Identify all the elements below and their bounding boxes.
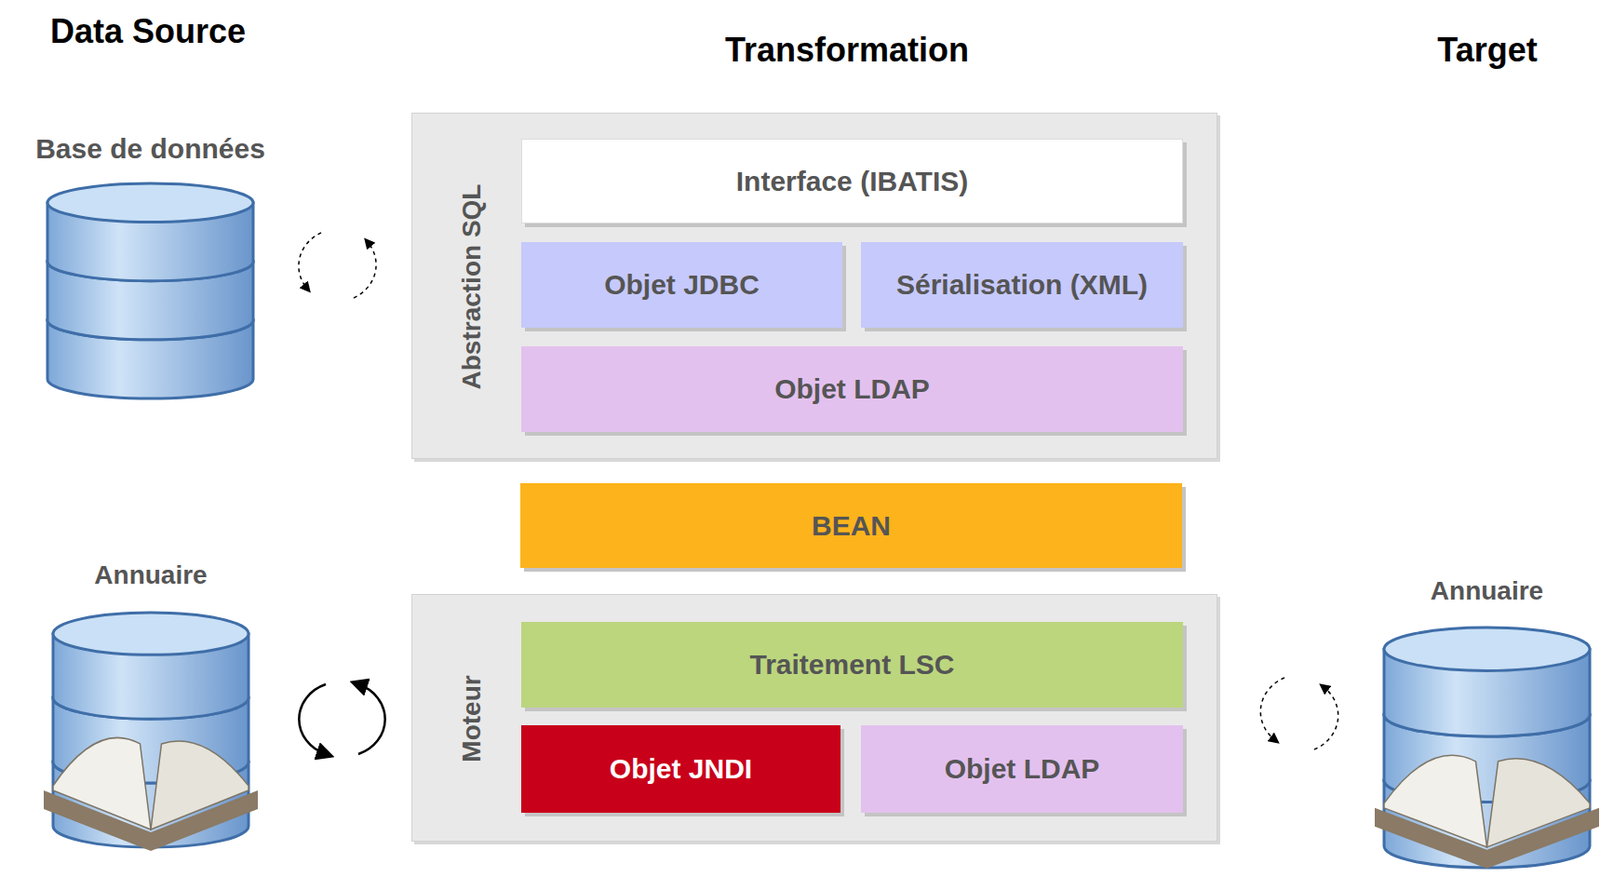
- database-cylinder: [45, 183, 256, 399]
- sync-arrow: [358, 684, 386, 754]
- database-cylinder: [1382, 627, 1592, 868]
- sync-arrow: [298, 684, 326, 754]
- component-box: Objet JNDI: [521, 725, 841, 813]
- node-text: Base de données: [35, 133, 266, 165]
- node-text: Abstraction SQL: [457, 184, 487, 390]
- node-text: Traitement LSC: [749, 648, 955, 681]
- directory-store: Annuaire: [1382, 627, 1592, 868]
- layer-panel: Abstraction SQL Interface (IBATIS) Objet J…: [411, 112, 1218, 459]
- component-box: BEAN: [520, 483, 1183, 568]
- node-text: Interface (IBATIS): [736, 165, 969, 198]
- database-cylinder: [51, 612, 251, 848]
- component-box: Interface (IBATIS): [521, 138, 1184, 224]
- node-text: Annuaire: [1430, 576, 1544, 606]
- component-box: Sérialisation (XML): [860, 242, 1184, 328]
- sync-arrow: [353, 242, 377, 298]
- column-heading: Data Source: [26, 11, 269, 52]
- sync-arrow: [1314, 686, 1339, 750]
- node-text: Objet JDBC: [604, 268, 760, 301]
- component-box: Objet LDAP: [521, 346, 1184, 432]
- node-text: BEAN: [811, 510, 891, 542]
- directory-store: Base de données: [45, 183, 256, 399]
- node-text: Objet JNDI: [609, 752, 753, 785]
- book-icon: [1374, 754, 1600, 869]
- component-box: Objet LDAP: [860, 725, 1184, 813]
- component-box: Traitement LSC: [521, 621, 1184, 708]
- node-text: Sérialisation (XML): [896, 268, 1148, 301]
- sync-arrow: [298, 232, 322, 289]
- column-heading: Transformation: [660, 29, 1034, 70]
- component-box: Objet JDBC: [521, 242, 843, 328]
- node-text: Objet LDAP: [944, 752, 1101, 785]
- layer-panel: Moteur Traitement LSC Objet JNDI Objet LDAP: [411, 593, 1218, 842]
- column-heading: Target: [1394, 29, 1581, 70]
- node-text: Moteur: [457, 674, 487, 762]
- directory-store: Annuaire: [51, 612, 251, 848]
- node-text: Objet LDAP: [774, 373, 930, 405]
- node-text: Annuaire: [94, 560, 207, 591]
- sync-arrow: [1260, 677, 1285, 740]
- book-icon: [43, 737, 258, 851]
